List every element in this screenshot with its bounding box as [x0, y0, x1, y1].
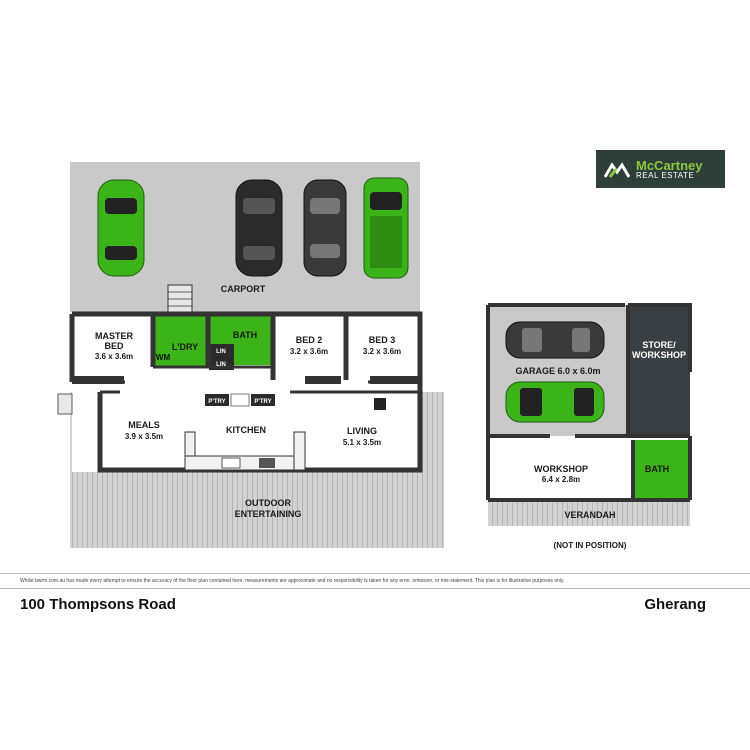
carport-label: CARPORT	[221, 284, 266, 294]
master-bed-label-1: MASTER	[95, 331, 134, 341]
shed-bath-room	[633, 440, 688, 500]
street-address: 100 Thompsons Road	[20, 596, 176, 613]
master-bed-label-2: BED	[104, 341, 124, 351]
lin-label-2: LIN	[216, 362, 226, 368]
verandah-area	[488, 500, 690, 526]
workshop-label: WORKSHOP	[534, 464, 588, 474]
wm-label: WM	[156, 353, 171, 362]
pantry-1	[205, 394, 229, 406]
logo-text: McCartney REAL ESTATE	[636, 159, 702, 180]
bath-label: BATH	[233, 330, 257, 340]
master-bed-size: 3.6 x 3.6m	[95, 352, 133, 361]
living-label: LIVING	[347, 426, 377, 436]
laundry-label: L'DRY	[172, 342, 198, 352]
meals-size: 3.9 x 3.5m	[125, 432, 163, 441]
car-dark-1	[235, 179, 283, 277]
lin-label-1: LIN	[216, 349, 226, 355]
cooktop	[259, 458, 275, 468]
suburb: Gherang	[644, 596, 706, 613]
laundry-room	[153, 315, 208, 367]
logo-name: McCartney	[636, 157, 703, 173]
kitchen-label: KITCHEN	[226, 425, 266, 435]
not-in-position-note: (NOT IN POSITION)	[554, 541, 627, 550]
garage-label: GARAGE 6.0 x 6.0m	[515, 366, 600, 376]
store-label-2: WORKSHOP	[632, 350, 686, 360]
outdoor-label-2: ENTERTAINING	[235, 509, 302, 519]
living-size: 5.1 x 3.5m	[343, 438, 381, 447]
workshop-size: 6.4 x 2.8m	[542, 475, 580, 484]
logo-subtitle: REAL ESTATE	[636, 170, 695, 180]
wall-block-1	[72, 376, 124, 384]
bed2-label: BED 2	[296, 335, 323, 345]
store-workshop-room	[628, 305, 690, 436]
wall-block-3	[370, 376, 420, 384]
top-rule	[0, 573, 750, 574]
fridge-space	[230, 393, 250, 407]
side-steps	[57, 393, 73, 415]
ute-green	[363, 177, 409, 279]
bottom-rule	[0, 588, 750, 589]
car-green-1	[97, 179, 145, 277]
verandah-label: VERANDAH	[564, 510, 615, 520]
car-garage-green	[505, 381, 605, 423]
pantry-2	[251, 394, 275, 406]
disclaimer: Whilst bwrm.com.au has made every attemp…	[20, 578, 565, 584]
bed3-label: BED 3	[369, 335, 396, 345]
pantry-label-2: P'TRY	[254, 399, 271, 405]
agency-logo: McCartney REAL ESTATE	[596, 150, 725, 188]
linen-cupboard-1	[209, 344, 234, 357]
shed-walls	[486, 303, 692, 502]
wall-block-2	[305, 376, 341, 384]
bed2-size: 3.2 x 3.6m	[290, 347, 328, 356]
outdoor-label-1: OUTDOOR	[245, 498, 291, 508]
car-garage-dark	[505, 321, 605, 359]
bed3-size: 3.2 x 3.6m	[363, 347, 401, 356]
wood-heater	[374, 398, 386, 410]
logo-mark-icon	[604, 162, 630, 178]
sink	[221, 457, 241, 469]
store-label-1: STORE/	[642, 340, 676, 350]
shed-bath-label: BATH	[645, 464, 669, 474]
pantry-label-1: P'TRY	[208, 399, 225, 405]
meals-label: MEALS	[128, 420, 160, 430]
car-dark-2	[303, 179, 347, 277]
